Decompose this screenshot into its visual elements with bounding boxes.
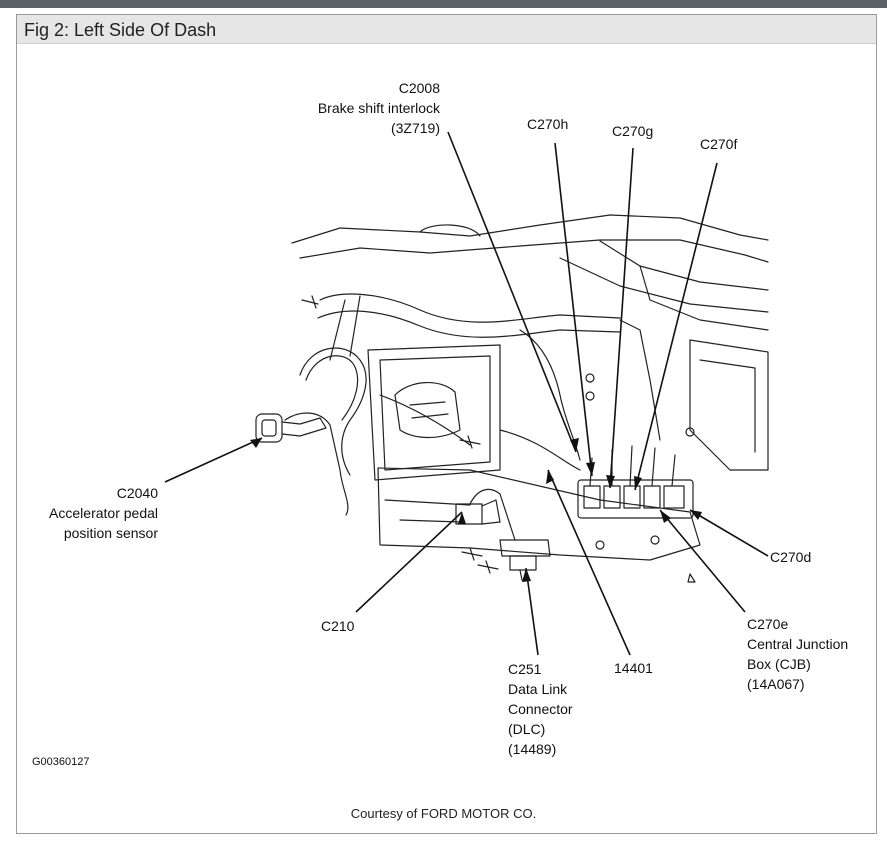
window-top-bar — [0, 0, 887, 8]
label-c2008: C2008 Brake shift interlock (3Z719) — [300, 78, 440, 138]
label-c270e-line1: Central Junction — [747, 636, 849, 652]
cross-beam — [319, 293, 621, 323]
c210-connector — [455, 488, 516, 541]
label-c270e-id: C270e — [747, 616, 789, 632]
figure-title: Fig 2: Left Side Of Dash — [24, 20, 217, 40]
label-c270f: C270f — [700, 136, 738, 152]
label-c2040-id: C2040 — [116, 485, 158, 501]
leader-c270g — [609, 147, 634, 489]
leader-c2040 — [164, 437, 263, 483]
dlc-connector — [499, 539, 551, 581]
label-c270g: C270g — [612, 123, 654, 139]
right-panel-outline — [689, 339, 769, 471]
harness-left — [299, 347, 367, 476]
leader-arrowheads — [250, 438, 702, 582]
leader-c210 — [355, 511, 463, 613]
leader-c270h — [554, 142, 593, 477]
label-c251-part: (14489) — [508, 741, 557, 757]
leader-c270e — [659, 509, 746, 613]
leader-14401 — [547, 469, 631, 656]
label-c2040-line2: position sensor — [63, 525, 158, 541]
label-c2040-line1: Accelerator pedal — [49, 505, 158, 521]
label-c270e-part: (14A067) — [747, 676, 805, 692]
label-c210: C210 — [321, 618, 355, 634]
bolts — [301, 295, 695, 574]
label-c251-line3: (DLC) — [508, 721, 546, 737]
label-c270h: C270h — [527, 116, 569, 132]
label-c270d: C270d — [770, 549, 812, 565]
leader-c251 — [525, 567, 539, 656]
figure-frame: Fig 2: Left Side Of Dash — [16, 14, 877, 834]
figure-credit: Courtesy of FORD MOTOR CO. — [350, 806, 537, 821]
label-c251: C251 Data Link Connector (DLC) (14489) — [508, 659, 573, 759]
label-c270e: C270e Central Junction Box (CJB) (14A067… — [747, 614, 848, 694]
label-c2008-name: Brake shift interlock — [317, 100, 440, 116]
label-c251-line1: Data Link — [508, 681, 568, 697]
label-c270e-line2: Box (CJB) — [747, 656, 811, 672]
label-c2008-id: C2008 — [398, 80, 440, 96]
dash-top-outline — [291, 214, 769, 244]
center-bracket — [367, 344, 501, 481]
label-harness-14401: 14401 — [614, 660, 653, 676]
label-c251-id: C251 — [508, 661, 542, 677]
leader-c2008 — [447, 131, 577, 453]
label-c2040: C2040 Accelerator pedal position sensor — [28, 483, 158, 543]
accelerator-connector — [255, 413, 327, 443]
leader-c270f — [634, 162, 718, 491]
figure-code: G00360127 — [32, 756, 90, 768]
figure-caption-bar: Fig 2: Left Side Of Dash — [17, 15, 876, 44]
label-c2008-part: (3Z719) — [390, 120, 440, 136]
label-c251-line2: Connector — [508, 701, 573, 717]
leader-c270d — [689, 509, 769, 557]
